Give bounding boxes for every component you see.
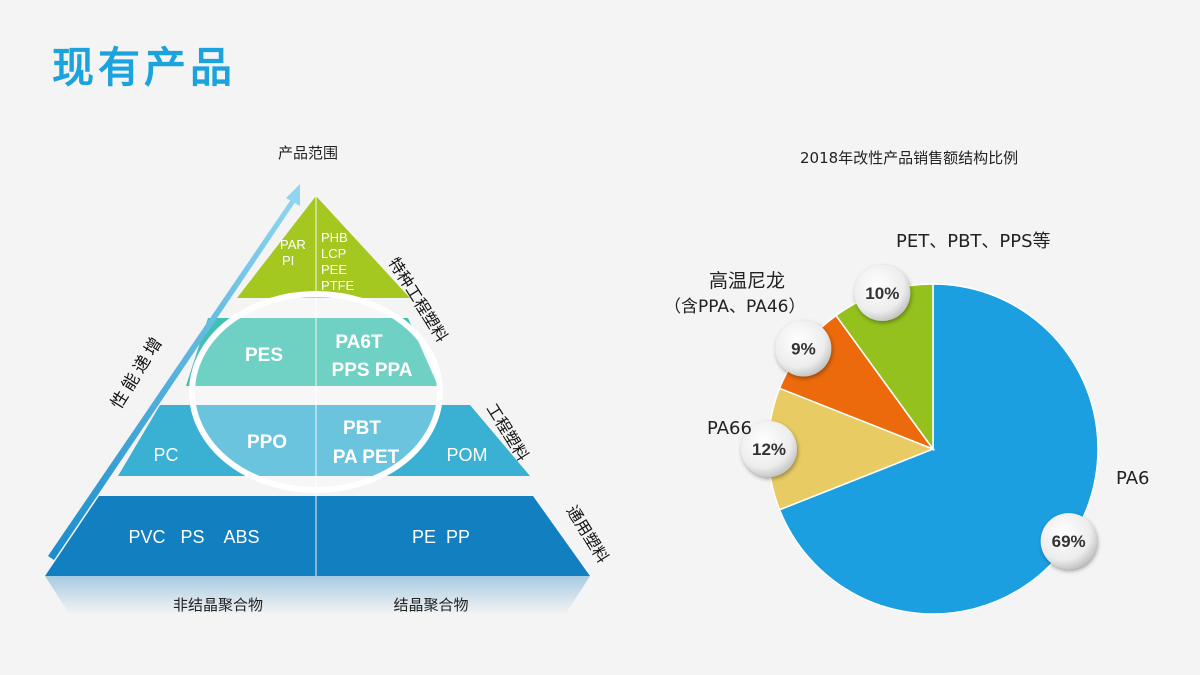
tier-high-right-2: PPS PPA bbox=[332, 360, 413, 381]
pyramid-reflection bbox=[45, 576, 590, 615]
special-right-3: PEE bbox=[321, 262, 347, 277]
pie-value-label-pa66: 12% bbox=[752, 440, 786, 459]
tier-general-right: PE PP bbox=[412, 527, 470, 547]
pie-value-label-others: 10% bbox=[865, 284, 899, 303]
special-right-1: PHB bbox=[321, 230, 348, 245]
pie-value-bubble-others: 10% bbox=[854, 265, 911, 322]
pie-value-bubble-circle bbox=[775, 320, 832, 377]
tier-eng-inner-right-1: PBT bbox=[343, 418, 381, 439]
tier-general bbox=[45, 496, 590, 576]
pie-chart-title: 2018年改性产品销售额结构比例 bbox=[800, 149, 1019, 167]
tier-eng-inner-right-2: PA PET bbox=[333, 447, 400, 468]
pie-value-label-hightemp: 9% bbox=[791, 339, 816, 358]
tier-high-left: PES bbox=[245, 345, 283, 366]
tier-engineering-high bbox=[186, 318, 438, 386]
special-left-2: PI bbox=[282, 253, 294, 268]
pyramid-diagram: PAR PI PHB LCP PEE PTFE PES PA6T PPS PPA… bbox=[45, 184, 613, 615]
tier-eng-inner-left: PPO bbox=[247, 432, 287, 453]
performance-arrow bbox=[48, 198, 296, 560]
pie-value-bubble-pa6: 69% bbox=[1040, 513, 1097, 570]
bottom-label-right: 结晶聚合物 bbox=[393, 596, 468, 614]
tier-eng-outer-right: POM bbox=[446, 445, 487, 465]
pyramid-top-label: 产品范围 bbox=[278, 144, 339, 162]
pie-label-hightemp-1: 高温尼龙 bbox=[709, 270, 786, 292]
tier-general-left: PVC PS ABS bbox=[128, 527, 259, 547]
pie-value-bubble-hightemp: 9% bbox=[775, 320, 832, 377]
pie-value-bubble-circle bbox=[1040, 513, 1097, 570]
page-title: 现有产品 bbox=[52, 43, 237, 92]
pie-label-pa66: PA66 bbox=[707, 418, 752, 439]
special-right-2: LCP bbox=[321, 246, 346, 261]
pie-value-bubble-circle bbox=[854, 265, 911, 322]
special-left-1: PAR bbox=[280, 237, 306, 252]
pie-value-bubble-circle bbox=[741, 421, 797, 477]
tier-high-right-1: PA6T bbox=[335, 332, 383, 353]
tier-eng-outer-left: PC bbox=[153, 445, 178, 465]
pie-value-bubble-pa66: 12% bbox=[741, 421, 797, 477]
special-right-4: PTFE bbox=[321, 278, 355, 293]
pie-label-others: PET、PBT、PPS等 bbox=[896, 231, 1051, 252]
tier-special bbox=[237, 196, 410, 298]
bottom-label-left: 非结晶聚合物 bbox=[173, 596, 263, 614]
pie-label-pa6: PA6 bbox=[1116, 468, 1150, 489]
pie-label-hightemp-2: （含PPA、PA46） bbox=[664, 297, 806, 317]
pie-value-label-pa6: 69% bbox=[1052, 532, 1086, 551]
performance-arrowhead bbox=[286, 184, 300, 206]
